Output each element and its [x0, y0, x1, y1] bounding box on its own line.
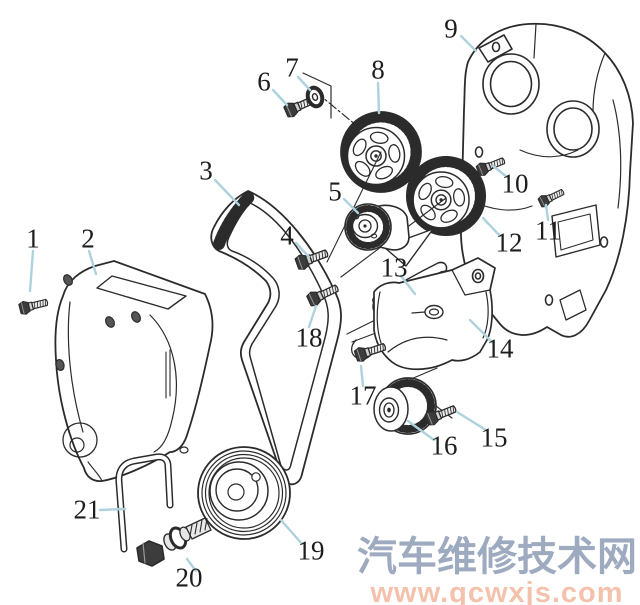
callout-12: 12	[495, 227, 523, 258]
callout-8: 8	[371, 54, 385, 85]
part-front-timing-cover	[54, 260, 214, 482]
part-washer-7	[305, 85, 325, 109]
leader-3	[213, 178, 241, 207]
callout-14: 14	[486, 333, 514, 364]
part-bolt-17	[353, 339, 388, 364]
callout-9: 9	[444, 13, 458, 44]
leader-19	[279, 518, 304, 546]
part-tensioner-pulley	[344, 203, 410, 251]
callout-6: 6	[257, 66, 271, 97]
callout-1: 1	[26, 223, 40, 254]
callout-5: 5	[328, 176, 342, 207]
leader-lines	[28, 34, 550, 573]
leader-17	[359, 364, 365, 388]
fasteners	[17, 85, 567, 567]
leader-11	[544, 203, 550, 222]
leader-8	[376, 81, 381, 115]
part-bolt-1	[17, 295, 50, 316]
callout-10: 10	[501, 168, 529, 199]
callout-2: 2	[81, 223, 95, 254]
callout-13: 13	[380, 252, 408, 283]
leader-14	[468, 318, 494, 344]
callout-17: 17	[349, 380, 377, 411]
leader-20	[185, 557, 198, 573]
part-lower-guard	[373, 257, 496, 371]
callout-7: 7	[285, 52, 299, 83]
leader-12	[481, 216, 502, 238]
part-crankshaft-pulley	[197, 446, 291, 540]
callout-18: 18	[295, 322, 323, 353]
part-bolt-20	[136, 517, 212, 567]
leader-10	[491, 164, 509, 179]
callout-19: 19	[297, 535, 325, 566]
leader-16	[406, 419, 436, 442]
callout-11: 11	[535, 215, 561, 246]
part-camshaft-sprocket-12	[407, 157, 485, 235]
callout-16: 16	[430, 430, 458, 461]
leader-2	[87, 249, 98, 276]
part-crankshaft-sprocket	[373, 377, 437, 435]
leader-21	[98, 507, 127, 512]
leader-15	[455, 410, 488, 432]
leader-18	[307, 304, 318, 329]
part-rear-timing-cover	[460, 22, 634, 338]
callout-4: 4	[280, 220, 294, 251]
leader-1	[28, 249, 35, 293]
leader-13	[399, 274, 417, 296]
leader-5	[342, 197, 360, 215]
leader-9	[459, 34, 478, 53]
callout-3: 3	[199, 155, 213, 186]
callout-15: 15	[480, 422, 508, 453]
callout-21: 21	[73, 494, 101, 525]
leader-6	[271, 88, 289, 107]
leader-7	[296, 75, 312, 92]
leader-4	[294, 241, 311, 259]
part-retaining-pin	[115, 453, 174, 553]
callout-20: 20	[175, 562, 203, 593]
